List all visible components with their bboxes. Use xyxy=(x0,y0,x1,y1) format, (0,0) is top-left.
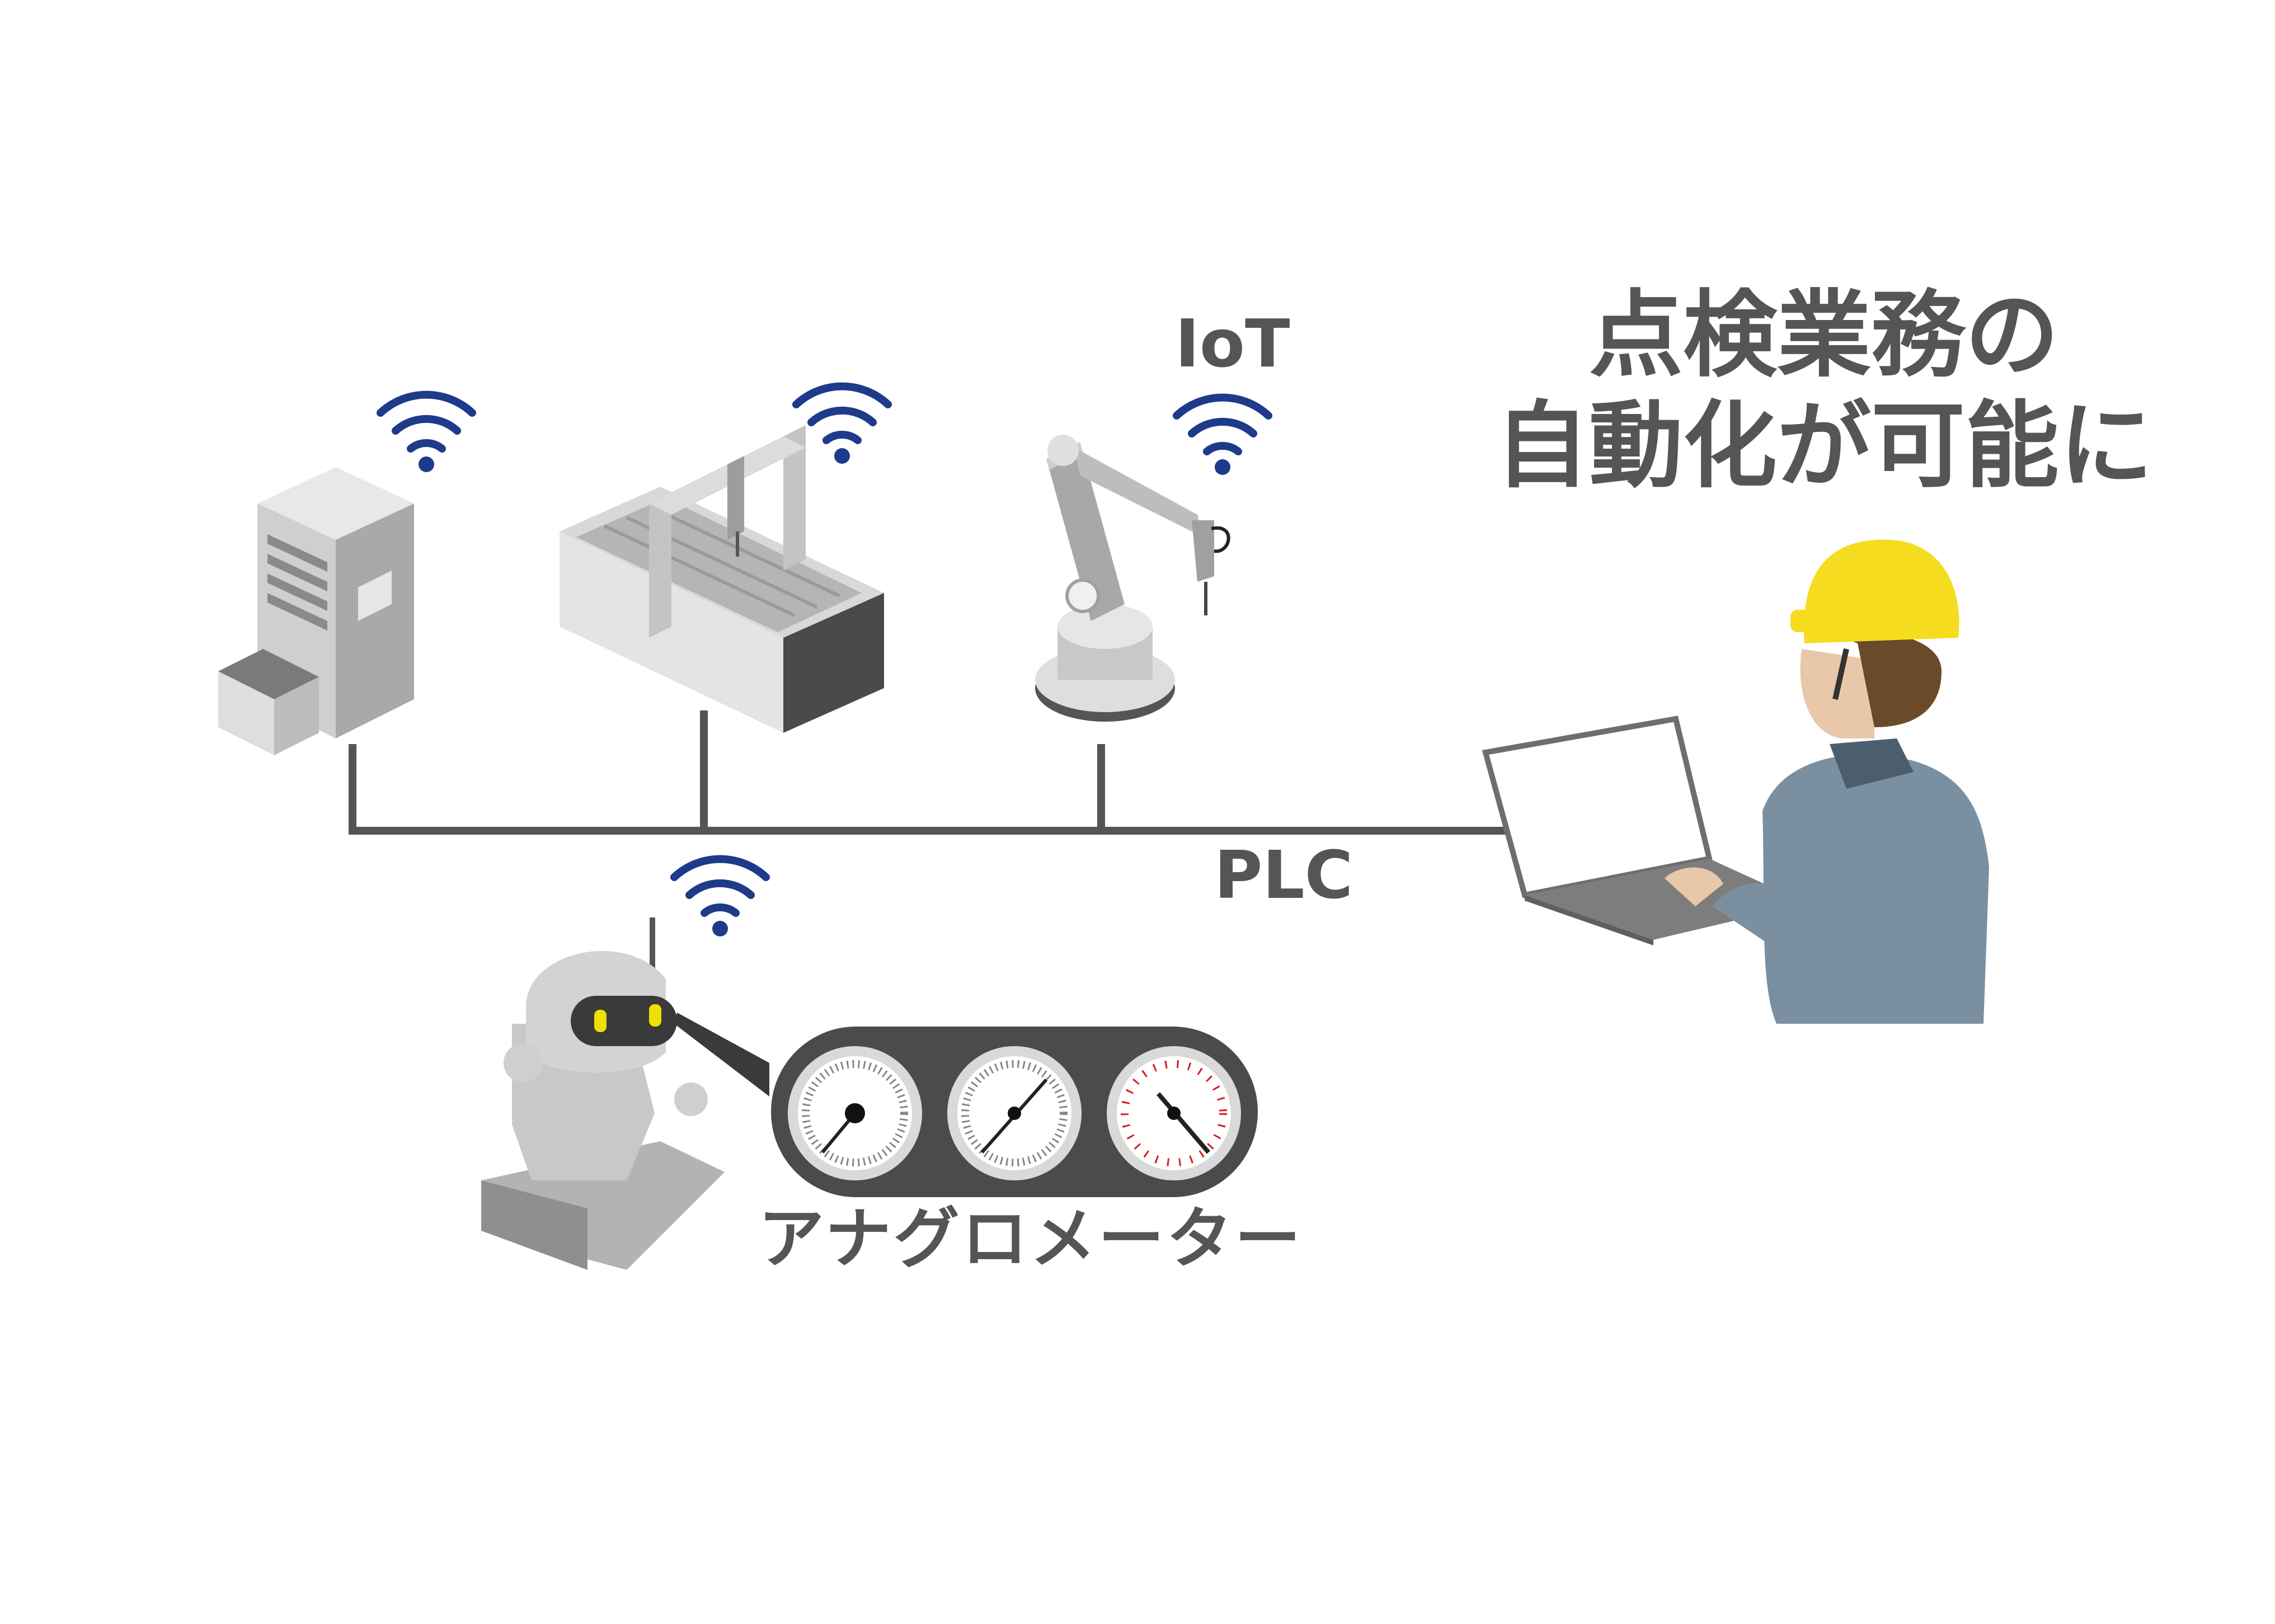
wifi-icon xyxy=(380,395,472,472)
analog-gauge-panel xyxy=(771,1027,1258,1197)
robot-arm-icon xyxy=(1035,435,1230,722)
machine-cabinet-icon xyxy=(218,467,414,755)
headline-line-2: 自動化が可能に xyxy=(1495,391,2153,501)
analog-gauge-icon xyxy=(947,1046,1082,1180)
analog-meter-label: アナグロメーター xyxy=(758,1200,1303,1277)
conveyor-machine-icon xyxy=(560,425,884,733)
analog-gauge-icon xyxy=(788,1046,922,1180)
analog-gauge-icon xyxy=(1107,1046,1241,1180)
wifi-icon xyxy=(796,387,888,464)
network-lines xyxy=(349,710,1511,835)
wifi-icon xyxy=(674,859,766,936)
inspection-robot-icon xyxy=(481,917,769,1270)
iot-label: IoT xyxy=(1175,305,1290,382)
headline: 点検業務の 自動化が可能に xyxy=(1488,280,2160,501)
plc-label: PLC xyxy=(1214,836,1353,914)
worker-icon xyxy=(1665,539,1989,1024)
wifi-icon xyxy=(1177,398,1268,475)
headline-line-1: 点検業務の xyxy=(1589,280,2059,390)
